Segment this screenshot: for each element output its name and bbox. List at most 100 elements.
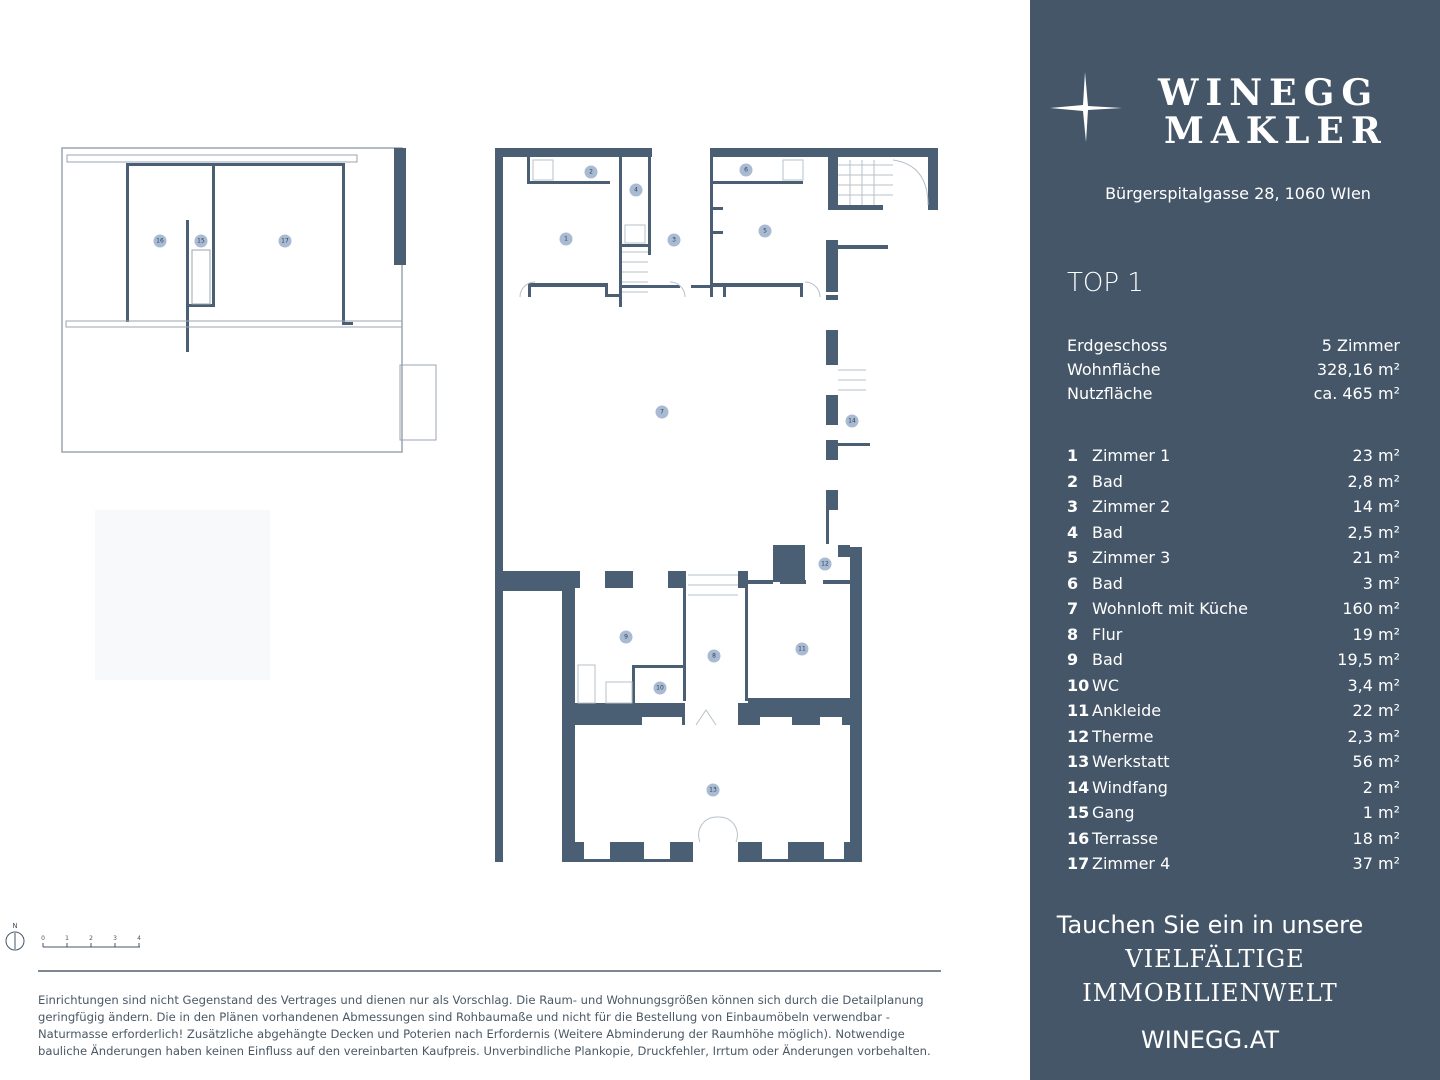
north-arrow-icon: N: [5, 922, 25, 951]
room-area: 19,5 m²: [1337, 650, 1400, 669]
room-area: 56 m²: [1352, 752, 1400, 771]
room-marker: 13: [706, 783, 720, 797]
room-marker: 2: [584, 165, 598, 179]
brand-line1: WINEGG: [1158, 72, 1380, 114]
room-area: 19 m²: [1352, 624, 1400, 644]
room-marker: 10: [653, 681, 667, 695]
room-name: Zimmer 2: [1092, 497, 1171, 516]
room-marker-label: 17: [281, 238, 289, 245]
tagline-line3: IMMOBILIENWELT: [1082, 979, 1338, 1007]
divider: [38, 970, 941, 972]
star-logo-icon: [1050, 72, 1122, 142]
room-name: Gang: [1092, 803, 1135, 822]
room-marker-label: 16: [156, 238, 164, 245]
room-name: Windfang: [1092, 777, 1168, 797]
room-area: 2,5 m²: [1347, 522, 1400, 542]
tagline-line1: Tauchen Sie ein in unsere: [1056, 911, 1364, 939]
room-number: 17: [1067, 854, 1090, 873]
room-number: 16: [1067, 828, 1090, 848]
room-area: 160 m²: [1342, 599, 1400, 618]
room-marker: 12: [818, 557, 832, 571]
room-marker-label: 3: [672, 237, 676, 244]
scale-tick-label: 3: [113, 935, 117, 942]
unit-title: TOP 1: [1067, 268, 1144, 298]
room-area: 3,4 m²: [1347, 675, 1400, 695]
room-name: Terrasse: [1092, 828, 1159, 848]
room-area: 3 m²: [1362, 573, 1400, 593]
room-marker-label: 8: [712, 653, 716, 660]
room-area: 18 m²: [1352, 828, 1400, 848]
info-panel: WINEGG MAKLER Bürgerspitalgasse 28, 1060…: [1030, 0, 1440, 1080]
tagline-line2: VIELFÄLTIGE: [1125, 945, 1305, 973]
scale-tick-label: 0: [41, 935, 45, 942]
room-marker-label: 1: [564, 236, 568, 243]
openings: [584, 703, 844, 863]
room-name: Ankleide: [1092, 701, 1162, 720]
room-number: 13: [1067, 752, 1090, 771]
room-marker-label: 7: [660, 409, 664, 416]
room-name: Bad: [1092, 573, 1123, 593]
room-name: Werkstatt: [1092, 752, 1170, 771]
scale-tick-label: 2: [89, 935, 93, 942]
room-name: Zimmer 1: [1092, 446, 1171, 465]
room-area: 14 m²: [1352, 497, 1400, 516]
scale-bar: [42, 943, 140, 948]
room-area: 2,8 m²: [1347, 471, 1400, 491]
summary-value: 328,16 m²: [1316, 360, 1400, 379]
room-area: 37 m²: [1352, 854, 1400, 873]
room-name: Bad: [1092, 522, 1123, 542]
logo: WINEGG MAKLER: [1050, 70, 1430, 150]
room-name: Zimmer 3: [1092, 548, 1171, 567]
room-list-item: 6 Bad 3 m²: [1067, 571, 1400, 597]
room-number: 3: [1067, 497, 1079, 516]
room-marker: 5: [758, 224, 772, 238]
room-marker: 11: [795, 642, 809, 656]
room-number: 8: [1067, 624, 1079, 644]
room-marker: 17: [278, 234, 292, 248]
room-list-item: 7 Wohnloft mit Küche 160 m²: [1067, 596, 1400, 622]
room-marker-label: 2: [589, 169, 593, 176]
summary-value: 5 Zimmer: [1321, 336, 1400, 355]
address: Bürgerspitalgasse 28, 1060 WIen: [1105, 184, 1371, 203]
room-marker-label: 12: [821, 561, 829, 568]
room-name: Bad: [1092, 471, 1123, 491]
room-name: Therme: [1092, 726, 1154, 746]
room-number: 9: [1067, 650, 1079, 669]
fixtures: [519, 159, 929, 843]
scale-tick-label: 4: [137, 935, 141, 942]
summary-value: ca. 465 m²: [1313, 384, 1400, 403]
room-number: 12: [1067, 726, 1090, 746]
room-marker: 16: [153, 234, 167, 248]
room-name: Wohnloft mit Küche: [1092, 599, 1248, 618]
summary-label: Erdgeschoss: [1067, 336, 1168, 355]
room-marker: 8: [707, 649, 721, 663]
room-number: 1: [1067, 446, 1079, 465]
room-marker-label: 15: [197, 238, 205, 245]
room-number: 15: [1067, 803, 1090, 822]
room-marker: 7: [655, 405, 669, 419]
room-marker-label: 11: [798, 646, 806, 653]
room-name: WC: [1092, 675, 1119, 695]
room-number: 6: [1067, 573, 1079, 593]
website-link[interactable]: WINEGG.AT: [1141, 1026, 1279, 1054]
room-marker: 15: [194, 234, 208, 248]
disclaimer: Einrichtungen sind nicht Gegenstand des …: [38, 993, 931, 1058]
room-number: 7: [1067, 599, 1079, 618]
room-area: 2,3 m²: [1347, 726, 1400, 746]
walls: [61, 147, 938, 862]
room-marker: 6: [739, 163, 753, 177]
room-number: 14: [1067, 777, 1090, 797]
room-marker: 9: [619, 630, 633, 644]
north-label: N: [12, 922, 17, 930]
